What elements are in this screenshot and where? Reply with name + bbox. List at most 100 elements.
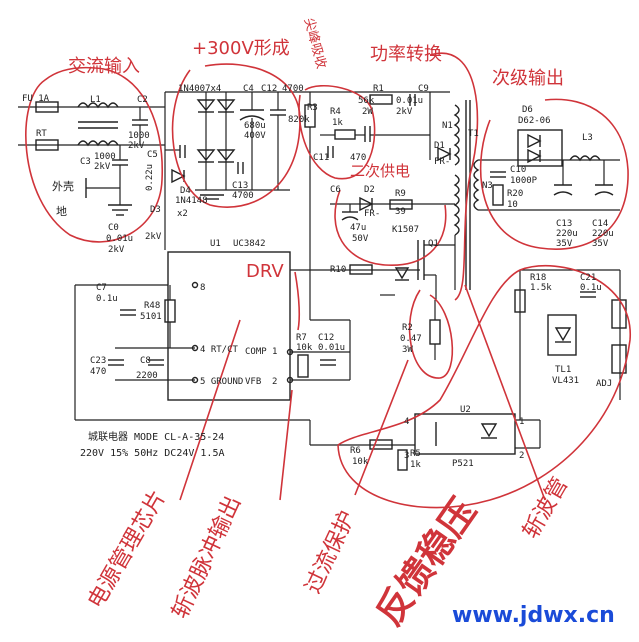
label-c6: C6	[330, 185, 341, 195]
label-vfb-pin: 2	[272, 377, 277, 387]
chip-pointer	[179, 319, 241, 501]
label-r9-val: 39	[395, 207, 406, 217]
label-c0-val2: 2kV	[108, 245, 125, 255]
label-pin5: 5 GROUND	[200, 377, 243, 387]
label-c11: C11	[313, 153, 329, 163]
label-r9: R9	[395, 189, 406, 199]
label-c13b-val1: 220u	[556, 229, 578, 239]
label-u1: U1	[210, 239, 221, 249]
label-u2-pin4: 4	[404, 417, 409, 427]
label-r18-val: 1.5k	[530, 283, 552, 293]
ann-chop-pulse: 斩波脉冲输出	[168, 492, 246, 622]
label-d4: D4	[180, 186, 191, 196]
label-fu1: FU 1A	[22, 94, 50, 104]
label-t1: T1	[468, 129, 479, 139]
label-c23: C23	[90, 356, 106, 366]
label-c7-val: 0.1u	[96, 294, 118, 304]
label-r20: R20	[507, 189, 523, 199]
label-c13-val: 4700	[232, 191, 254, 201]
label-c14: C14	[592, 219, 608, 229]
overcurrent-pointer	[354, 359, 409, 496]
label-r5: R5	[410, 449, 421, 459]
label-c0-val1: 0.01u	[106, 234, 133, 244]
label-c4-val1: 680u	[244, 121, 266, 131]
label-r48-val: 5101	[140, 312, 162, 322]
label-c2-val1: 1000	[128, 131, 150, 141]
label-l1: L1	[90, 95, 101, 105]
label-d2: D2	[364, 185, 375, 195]
label-c14-val2: 35V	[592, 239, 609, 249]
label-r7-val: 10k	[296, 343, 313, 353]
label-r48: R48	[144, 301, 160, 311]
ann-power-convert: 功率转换	[370, 44, 442, 65]
label-r20-val: 10	[507, 200, 518, 210]
ann-chop-tube: 斩波管	[519, 473, 574, 543]
label-c12-val: 4700	[282, 84, 304, 94]
label-u1-val: UC3842	[233, 239, 266, 249]
label-c6-val1: 47u	[350, 223, 366, 233]
label-r18: R18	[530, 273, 546, 283]
label-r2-val2: 3W	[402, 345, 413, 355]
label-u2-pin3: 3	[404, 451, 409, 461]
label-c2-val2: 2kV	[128, 141, 145, 151]
component-labels: FU 1A RT L1 C2 1000 2kV C3 1000 2kV C0 0…	[22, 84, 614, 470]
label-pin8: 8	[200, 283, 205, 293]
label-vfb: VFB	[245, 377, 261, 387]
label-r1-val1: 56k	[358, 96, 375, 106]
label-c13b-val2: 35V	[556, 239, 573, 249]
label-c10-val: 1000P	[510, 176, 538, 186]
drv-arrow	[294, 271, 301, 331]
label-c11-val: 470	[350, 153, 366, 163]
label-c9-val2: 2kV	[396, 107, 413, 117]
secondary-loop	[479, 98, 629, 250]
power-convert-loop	[429, 52, 479, 301]
label-r4: R4	[330, 107, 341, 117]
label-r1-val2: 2W	[362, 107, 373, 117]
label-c12b-val: 0.01u	[318, 343, 345, 353]
label-r5-val: 1k	[410, 460, 421, 470]
footer-spec: 220V 15% 50Hz DC24V 1.5A	[80, 448, 225, 459]
ann-power-ic: 电源管理芯片	[84, 486, 172, 613]
supply-loop	[334, 189, 447, 266]
label-comp: COMP	[245, 347, 267, 357]
label-n1: N1	[442, 121, 453, 131]
watermark: www.jdwx.cn	[452, 603, 615, 628]
label-r2-val1: 0.47	[400, 334, 422, 344]
label-c6-val2: 50V	[352, 234, 369, 244]
label-k1507: K1507	[392, 225, 419, 235]
label-d1: D1	[434, 141, 445, 151]
label-c23-val: 470	[90, 367, 106, 377]
label-l3: L3	[582, 133, 593, 143]
v300-loop	[171, 63, 301, 208]
label-c21: C21	[580, 273, 596, 283]
label-c12: C12	[261, 84, 277, 94]
label-q1: Q1	[428, 239, 439, 249]
label-d3: D3	[150, 205, 161, 215]
annotation-strokes	[25, 52, 631, 509]
ann-ground: 地	[56, 205, 67, 218]
label-c5-val: 0.22u	[145, 164, 155, 191]
label-c13: C13	[232, 181, 248, 191]
label-d6-val: D62-06	[518, 116, 551, 126]
label-u2: U2	[460, 405, 471, 415]
ann-v300: +300V形成	[192, 38, 290, 59]
label-adj: ADJ	[596, 379, 612, 389]
label-u2-pin1: 1	[519, 417, 524, 427]
label-c0: C0	[108, 223, 119, 233]
ann-secondary-supply: 二次供电	[350, 162, 410, 180]
label-c21-val: 0.1u	[580, 283, 602, 293]
label-c5: C5	[147, 150, 158, 160]
label-r3: R3	[307, 103, 318, 113]
label-d6: D6	[522, 105, 533, 115]
label-r6-val: 10k	[352, 457, 369, 467]
label-rt: RT	[36, 129, 47, 139]
spike-loop	[298, 84, 376, 180]
ac-input-loop	[25, 66, 163, 243]
pulse-pointer	[279, 389, 293, 501]
footer-model: 城联电器 MODE CL-A-35-24	[88, 430, 224, 443]
ann-spike: 尖峰吸收	[301, 16, 329, 70]
label-d3-val: 2kV	[145, 232, 162, 242]
ann-overcurrent: 过流保护	[301, 507, 361, 597]
label-bridge: 1N4007x4	[178, 84, 221, 94]
